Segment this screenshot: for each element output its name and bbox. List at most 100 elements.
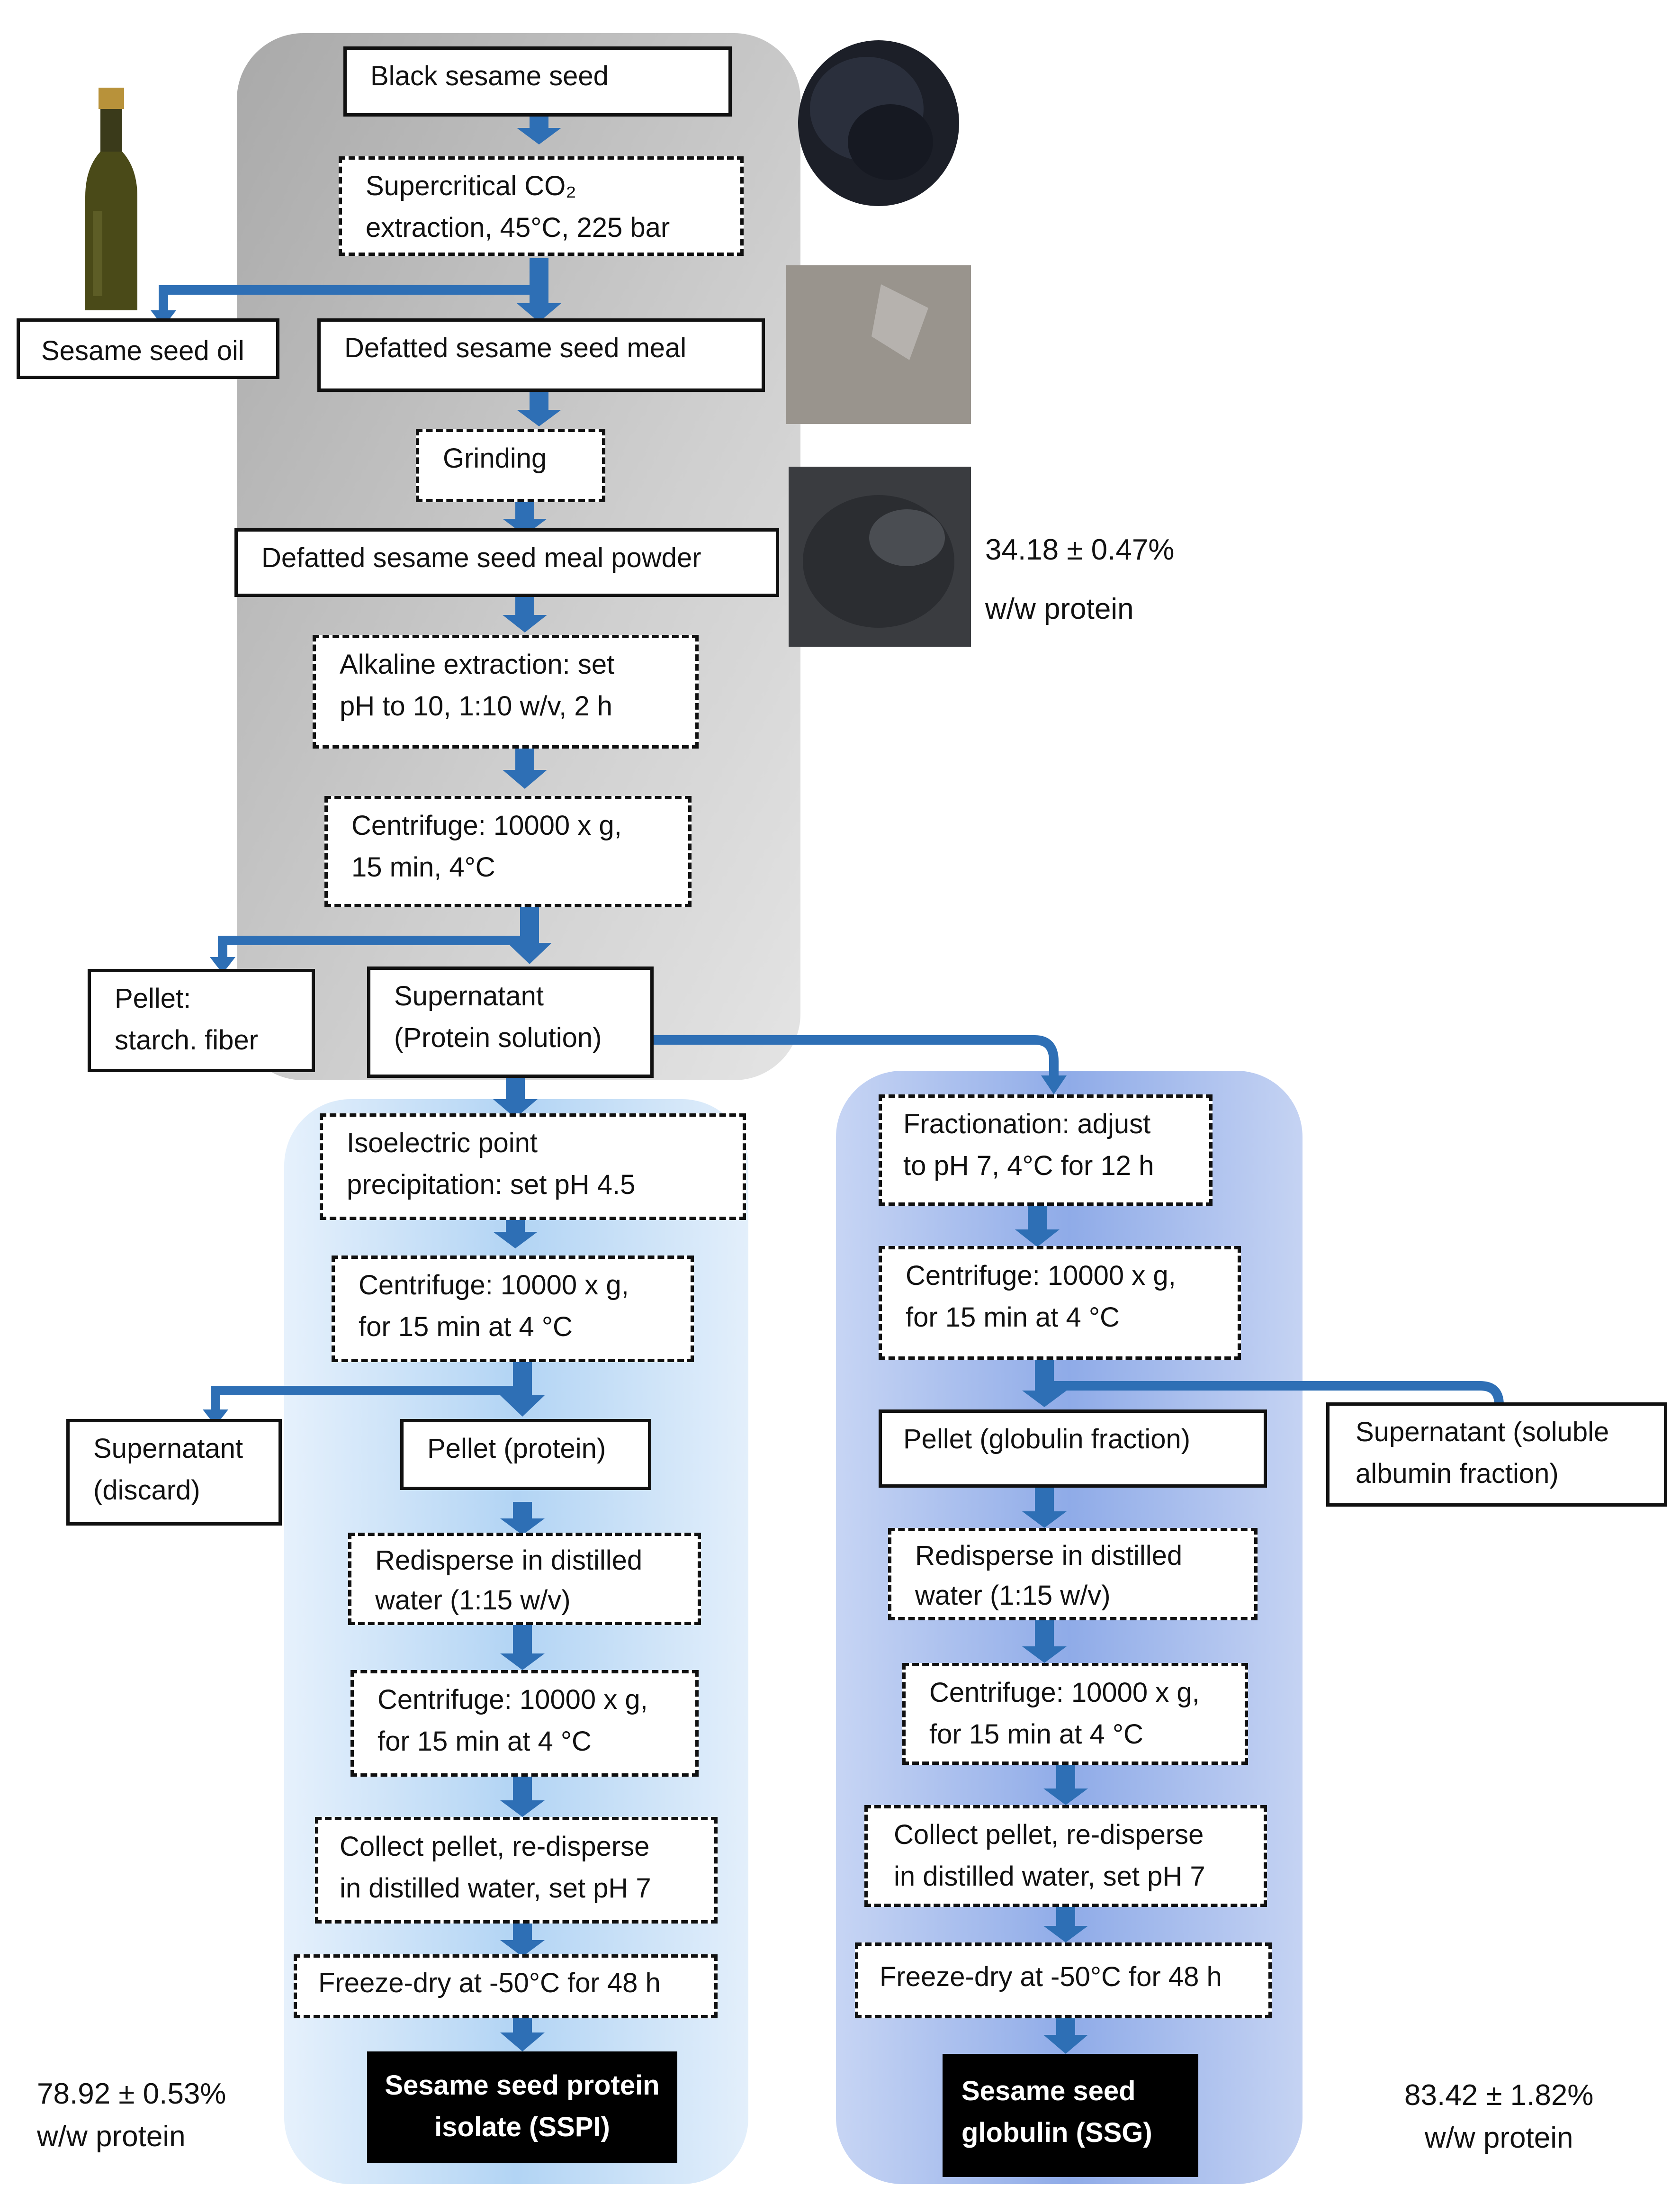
right-collect-line-1: Collect pellet, re-disperse	[894, 1819, 1204, 1850]
sc-co2-line-1: Supercritical CO₂	[366, 171, 576, 201]
sspi-protein-unit: w/w protein	[37, 2120, 186, 2153]
arrow-15	[500, 2016, 545, 2051]
fractionation-line-1: Fractionation: adjust	[903, 1109, 1151, 1139]
left-centrifuge-1-line-1: Centrifuge: 10000 x g,	[359, 1270, 629, 1301]
centrifuge-1-line-2: 15 min, 4°C	[351, 852, 495, 883]
arrow-13	[500, 1777, 545, 1817]
right-freeze-dry-label: Freeze-dry at -50°C for 48 h	[880, 1961, 1222, 1992]
product-sspi: Sesame seed protein isolate (SSPI)	[367, 2051, 677, 2163]
step-right-redisperse: Redisperse in distilled water (1:15 w/v)	[888, 1528, 1258, 1620]
step-fractionation: Fractionation: adjust to pH 7, 4°C for 1…	[879, 1094, 1213, 1206]
left-collect-line-2: in distilled water, set pH 7	[340, 1873, 651, 1904]
step-supercritical-extraction: Supercritical CO₂ extraction, 45°C, 225 …	[339, 156, 744, 256]
step-left-freeze-dry: Freeze-dry at -50°C for 48 h	[294, 1954, 718, 2018]
arrow-4	[503, 502, 547, 535]
left-freeze-dry-label: Freeze-dry at -50°C for 48 h	[318, 1968, 661, 1998]
meal-protein-content: 34.18 ± 0.47% w/w protein	[985, 520, 1174, 639]
step-grinding: Grinding	[416, 429, 605, 502]
step-right-centrifuge-1: Centrifuge: 10000 x g, for 15 min at 4 °…	[879, 1246, 1241, 1360]
albumin-line-2: albumin fraction)	[1356, 1458, 1559, 1489]
arrow-r3	[1022, 1488, 1067, 1528]
meal-powder-photo	[789, 467, 971, 647]
ssg-line-1: Sesame seed	[961, 2076, 1136, 2106]
step-defatted-meal: Defatted sesame seed meal	[317, 318, 765, 392]
defatted-meal-photo	[786, 265, 971, 424]
arrow-14	[500, 1924, 545, 1957]
branch-discard	[211, 1386, 522, 1414]
step-left-collect-pellet: Collect pellet, re-disperse in distilled…	[315, 1817, 718, 1924]
ssg-protein-unit: w/w protein	[1424, 2122, 1573, 2154]
right-collect-line-2: in distilled water, set pH 7	[894, 1861, 1205, 1892]
right-centrifuge-1-line-1: Centrifuge: 10000 x g,	[906, 1260, 1176, 1291]
step-left-centrifuge-2: Centrifuge: 10000 x g, for 15 min at 4 °…	[350, 1670, 699, 1777]
alkaline-line-1: Alkaline extraction: set	[340, 649, 615, 680]
supernatant-line-2: (Protein solution)	[394, 1022, 602, 1053]
left-centrifuge-1-line-2: for 15 min at 4 °C	[359, 1311, 573, 1342]
meal-protein-value: 34.18 ± 0.47%	[985, 533, 1175, 566]
step-alkaline-extraction: Alkaline extraction: set pH to 10, 1:10 …	[313, 635, 699, 749]
product-ssg: Sesame seed globulin (SSG)	[943, 2054, 1198, 2177]
step-black-sesame-seed: Black sesame seed	[343, 46, 732, 117]
oil-bottle-photo	[85, 88, 137, 310]
sspi-line-2: isolate (SSPI)	[434, 2112, 610, 2142]
discard-line-1: Supernatant	[93, 1433, 243, 1464]
pellet-globulin-label: Pellet (globulin fraction)	[903, 1424, 1191, 1454]
iep-line-1: Isoelectric point	[347, 1128, 538, 1158]
step-supernatant-protein-solution: Supernatant (Protein solution)	[367, 967, 654, 1078]
branch-oil	[159, 285, 539, 315]
albumin-line-1: Supernatant (soluble	[1356, 1417, 1609, 1447]
alkaline-line-2: pH to 10, 1:10 w/v, 2 h	[340, 691, 613, 722]
right-redisperse-line-2: water (1:15 w/v)	[915, 1580, 1111, 1611]
output-pellet-starch-fiber: Pellet: starch. fiber	[88, 969, 315, 1072]
arrow-12	[500, 1625, 545, 1670]
arrow-r5	[1043, 1765, 1088, 1805]
step-pellet-protein: Pellet (protein)	[400, 1419, 651, 1490]
left-centrifuge-2-line-1: Centrifuge: 10000 x g,	[377, 1684, 648, 1715]
iep-line-2: precipitation: set pH 4.5	[347, 1169, 636, 1200]
right-centrifuge-2-line-1: Centrifuge: 10000 x g,	[929, 1677, 1200, 1708]
output-supernatant-discard: Supernatant (discard)	[66, 1419, 282, 1526]
ssg-line-2: globulin (SSG)	[961, 2117, 1152, 2148]
supernatant-line-1: Supernatant	[394, 981, 544, 1012]
left-centrifuge-2-line-2: for 15 min at 4 °C	[377, 1726, 592, 1757]
step-right-centrifuge-2: Centrifuge: 10000 x g, for 15 min at 4 °…	[902, 1663, 1248, 1765]
arrow-1	[517, 111, 561, 145]
ssg-protein-content: 83.42 ± 1.82% w/w protein	[1404, 2074, 1593, 2159]
step-right-freeze-dry: Freeze-dry at -50°C for 48 h	[855, 1942, 1272, 2018]
meal-protein-unit: w/w protein	[985, 593, 1134, 625]
ssg-protein-value: 83.42 ± 1.82%	[1404, 2079, 1594, 2112]
arrow-5	[503, 596, 547, 632]
step-left-redisperse: Redisperse in distilled water (1:15 w/v)	[348, 1533, 701, 1625]
branch-pellet	[218, 936, 530, 962]
seed-oil-label: Sesame seed oil	[41, 335, 244, 366]
left-collect-line-1: Collect pellet, re-disperse	[340, 1831, 650, 1862]
pellet-protein-label: Pellet (protein)	[427, 1433, 606, 1464]
fractionation-line-2: to pH 7, 4°C for 12 h	[903, 1150, 1154, 1181]
step-centrifuge-1: Centrifuge: 10000 x g, 15 min, 4°C	[324, 796, 692, 907]
centrifuge-1-line-1: Centrifuge: 10000 x g,	[351, 810, 622, 841]
left-redisperse-line-1: Redisperse in distilled	[375, 1545, 643, 1576]
arrow-r4	[1022, 1620, 1067, 1663]
discard-line-2: (discard)	[93, 1475, 200, 1506]
defatted-meal-label: Defatted sesame seed meal	[344, 333, 687, 363]
output-albumin-fraction: Supernatant (soluble albumin fraction)	[1326, 1402, 1667, 1507]
step-pellet-globulin: Pellet (globulin fraction)	[879, 1409, 1267, 1488]
output-sesame-seed-oil: Sesame seed oil	[17, 318, 279, 379]
step-isoelectric-precipitation: Isoelectric point precipitation: set pH …	[320, 1113, 746, 1220]
right-centrifuge-1-line-2: for 15 min at 4 °C	[906, 1302, 1120, 1333]
grinding-label: Grinding	[443, 443, 547, 474]
meal-powder-label: Defatted sesame seed meal powder	[261, 542, 701, 573]
pellet-line-1: Pellet:	[115, 983, 191, 1014]
step-meal-powder: Defatted sesame seed meal powder	[234, 528, 779, 597]
arrow-6	[503, 749, 547, 789]
step-right-collect-pellet: Collect pellet, re-disperse in distilled…	[864, 1805, 1267, 1907]
arrow-r6	[1043, 1907, 1088, 1942]
sspi-line-1: Sesame seed protein	[385, 2070, 660, 2101]
right-centrifuge-2-line-2: for 15 min at 4 °C	[929, 1719, 1143, 1750]
arrow-r7	[1043, 2018, 1088, 2054]
left-redisperse-line-2: water (1:15 w/v)	[375, 1585, 571, 1616]
sesame-seeds-photo	[798, 40, 959, 206]
right-redisperse-line-1: Redisperse in distilled	[915, 1540, 1183, 1571]
arrow-3	[517, 391, 561, 426]
